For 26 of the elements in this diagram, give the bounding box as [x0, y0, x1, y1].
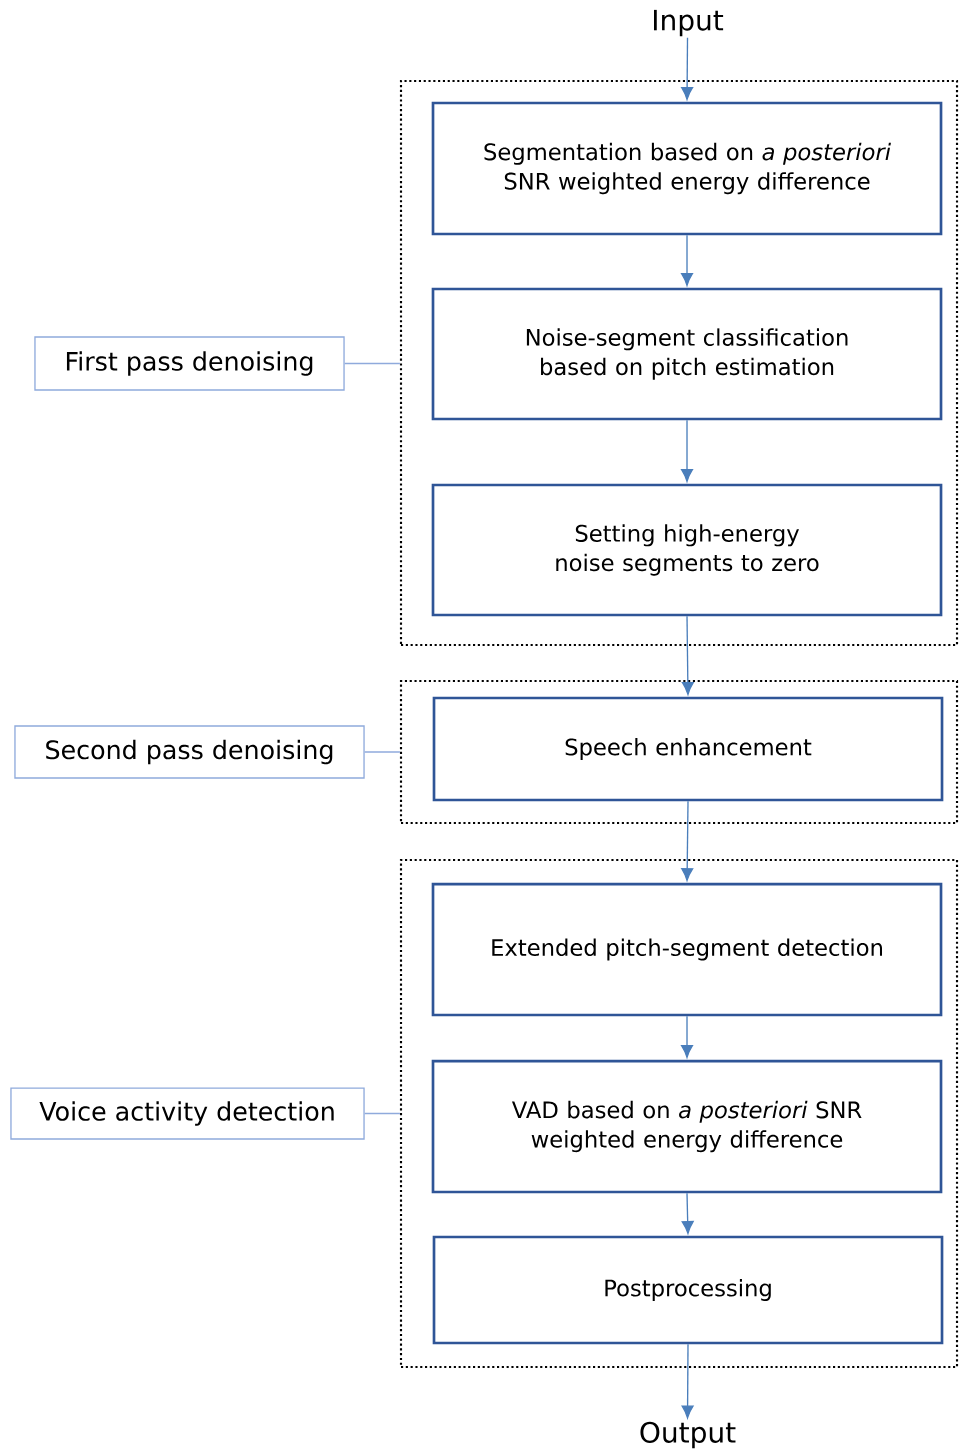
- stage-group-box: [399, 679, 959, 825]
- process-box: Setting high-energy noise segments to zero: [431, 483, 943, 617]
- process-box: Speech enhancement: [432, 696, 944, 802]
- process-box: VAD based on a posteriori SNR weighted energy difference: [431, 1059, 943, 1194]
- stage-label-box: Second pass denoising: [14, 725, 365, 779]
- process-box: Postprocessing: [432, 1235, 944, 1345]
- process-box: Extended pitch-segment detection: [431, 882, 943, 1017]
- arrow: [681, 615, 694, 696]
- arrow: [680, 1015, 694, 1059]
- stage-label-box: Voice activity detection: [10, 1087, 365, 1140]
- process-box: Noise-segment classification based on pitch estimation: [431, 287, 943, 421]
- arrow: [681, 800, 694, 882]
- connector-line: [364, 751, 401, 753]
- stage-label-box: First pass denoising: [34, 336, 345, 391]
- arrow: [681, 1192, 694, 1235]
- process-box: Segmentation based on a posteriori SNR weighted energy difference: [431, 101, 943, 236]
- arrow: [680, 419, 694, 483]
- stage-group-box: [399, 79, 959, 647]
- arrow: [681, 1343, 694, 1419]
- connector-line: [344, 362, 401, 365]
- connector-line: [364, 1112, 401, 1115]
- stage-group-box: [399, 859, 959, 1369]
- arrow: [680, 234, 694, 287]
- io-label: Output: [640, 1421, 736, 1449]
- arrow: [681, 37, 694, 101]
- io-label: Input: [654, 9, 724, 37]
